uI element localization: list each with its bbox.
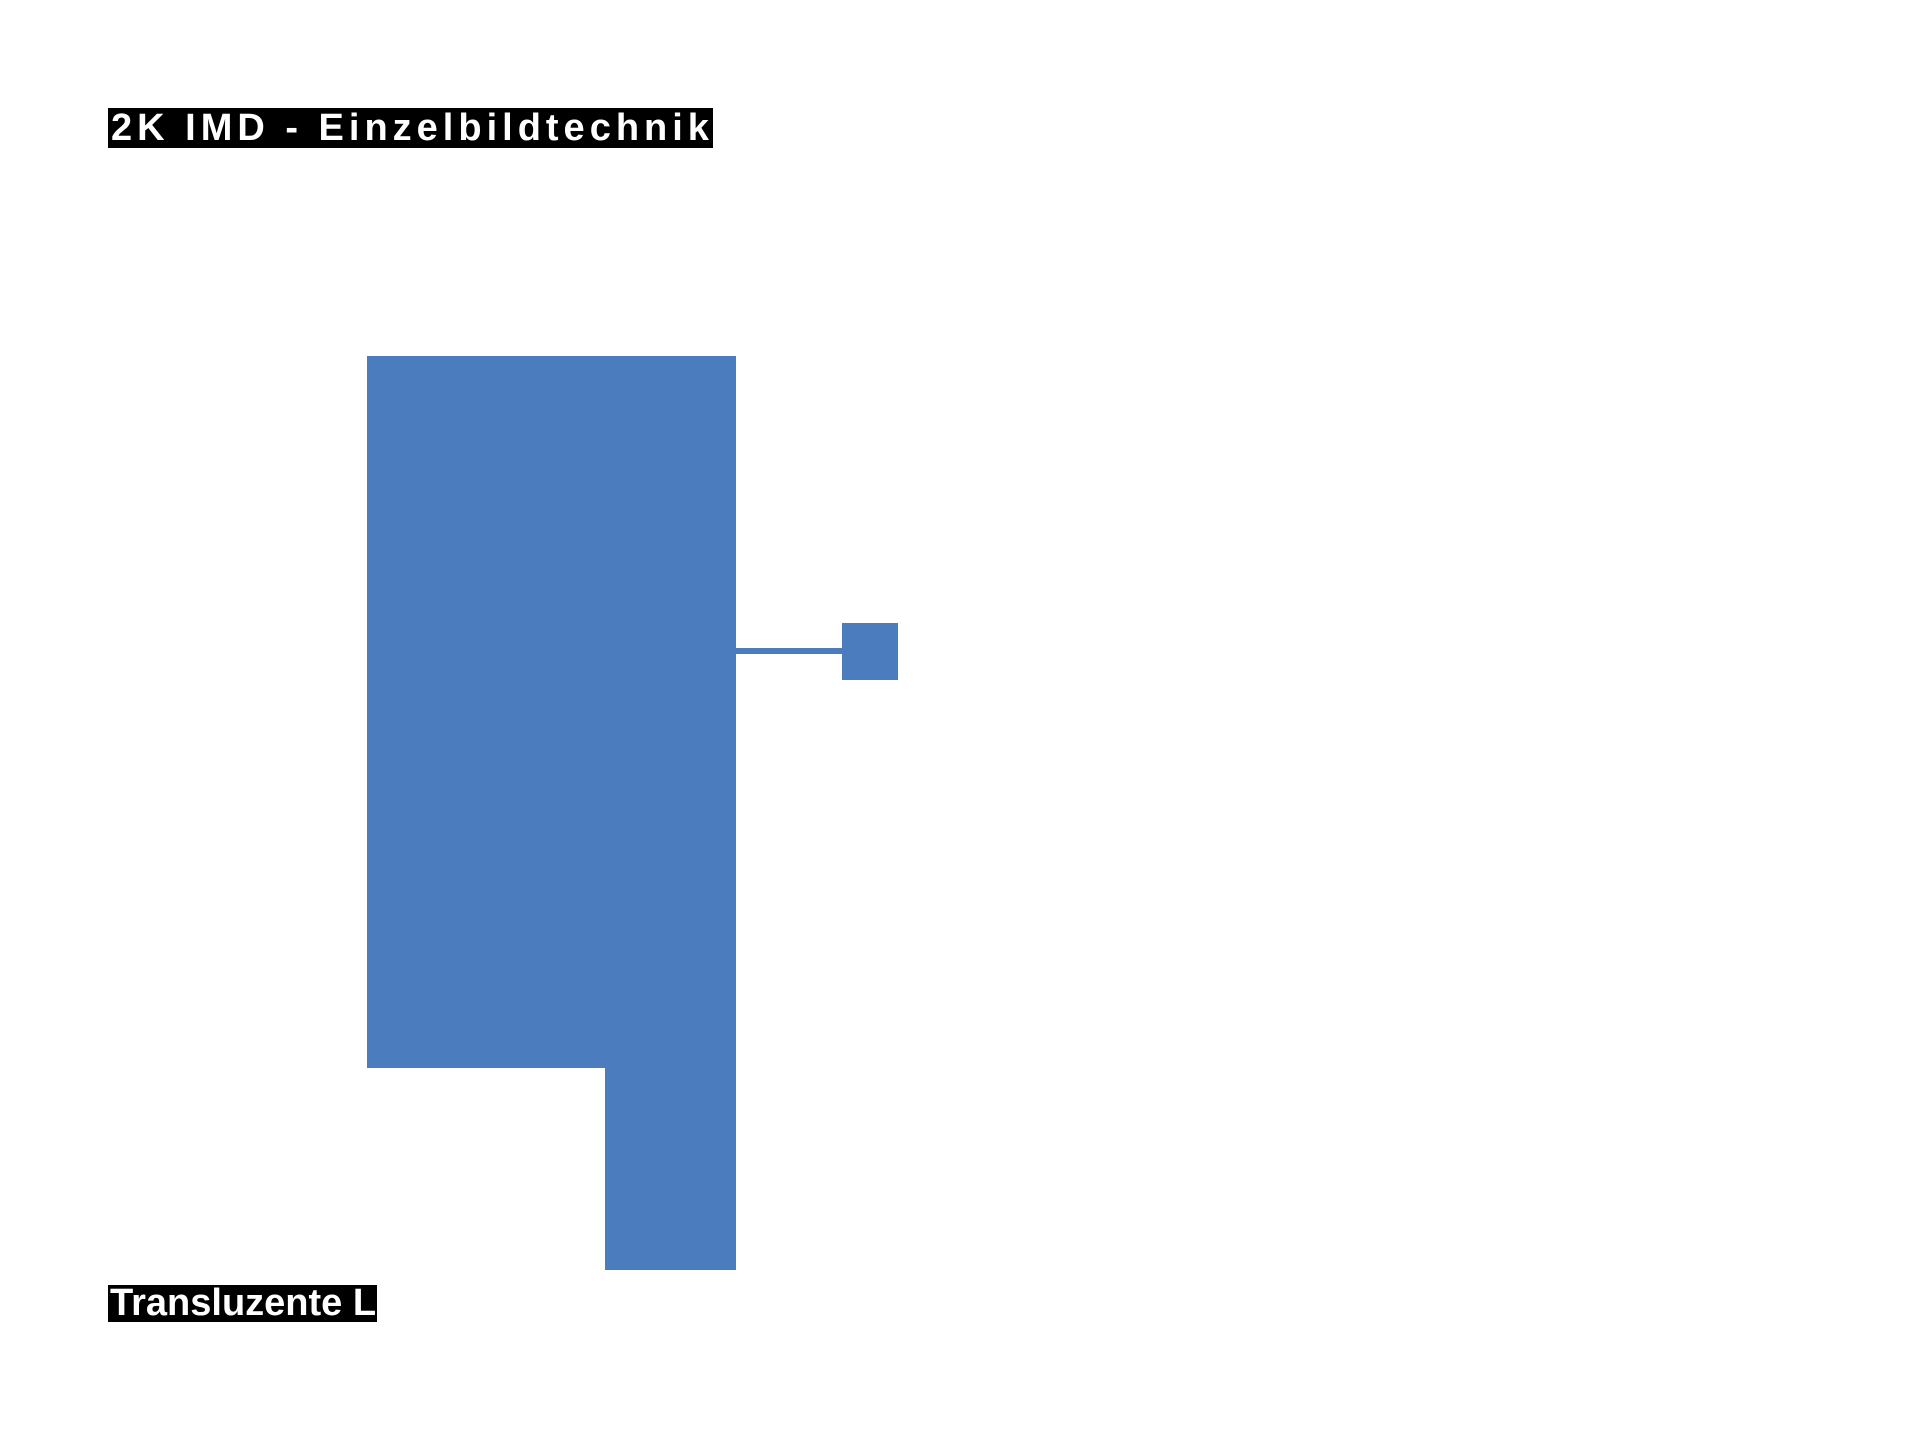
connector-node-square (842, 623, 898, 680)
slide-title: 2K IMD - Einzelbildtechnik (108, 108, 713, 148)
blue-panel-extension-shape (605, 1068, 736, 1270)
slide-title-text: 2K IMD - Einzelbildtechnik (111, 108, 713, 148)
slide-caption: Transluzente L (108, 1285, 377, 1322)
slide-caption-text: Transluzente L (110, 1285, 377, 1322)
connector-line (736, 648, 842, 654)
blue-panel-main-shape (367, 356, 736, 1068)
